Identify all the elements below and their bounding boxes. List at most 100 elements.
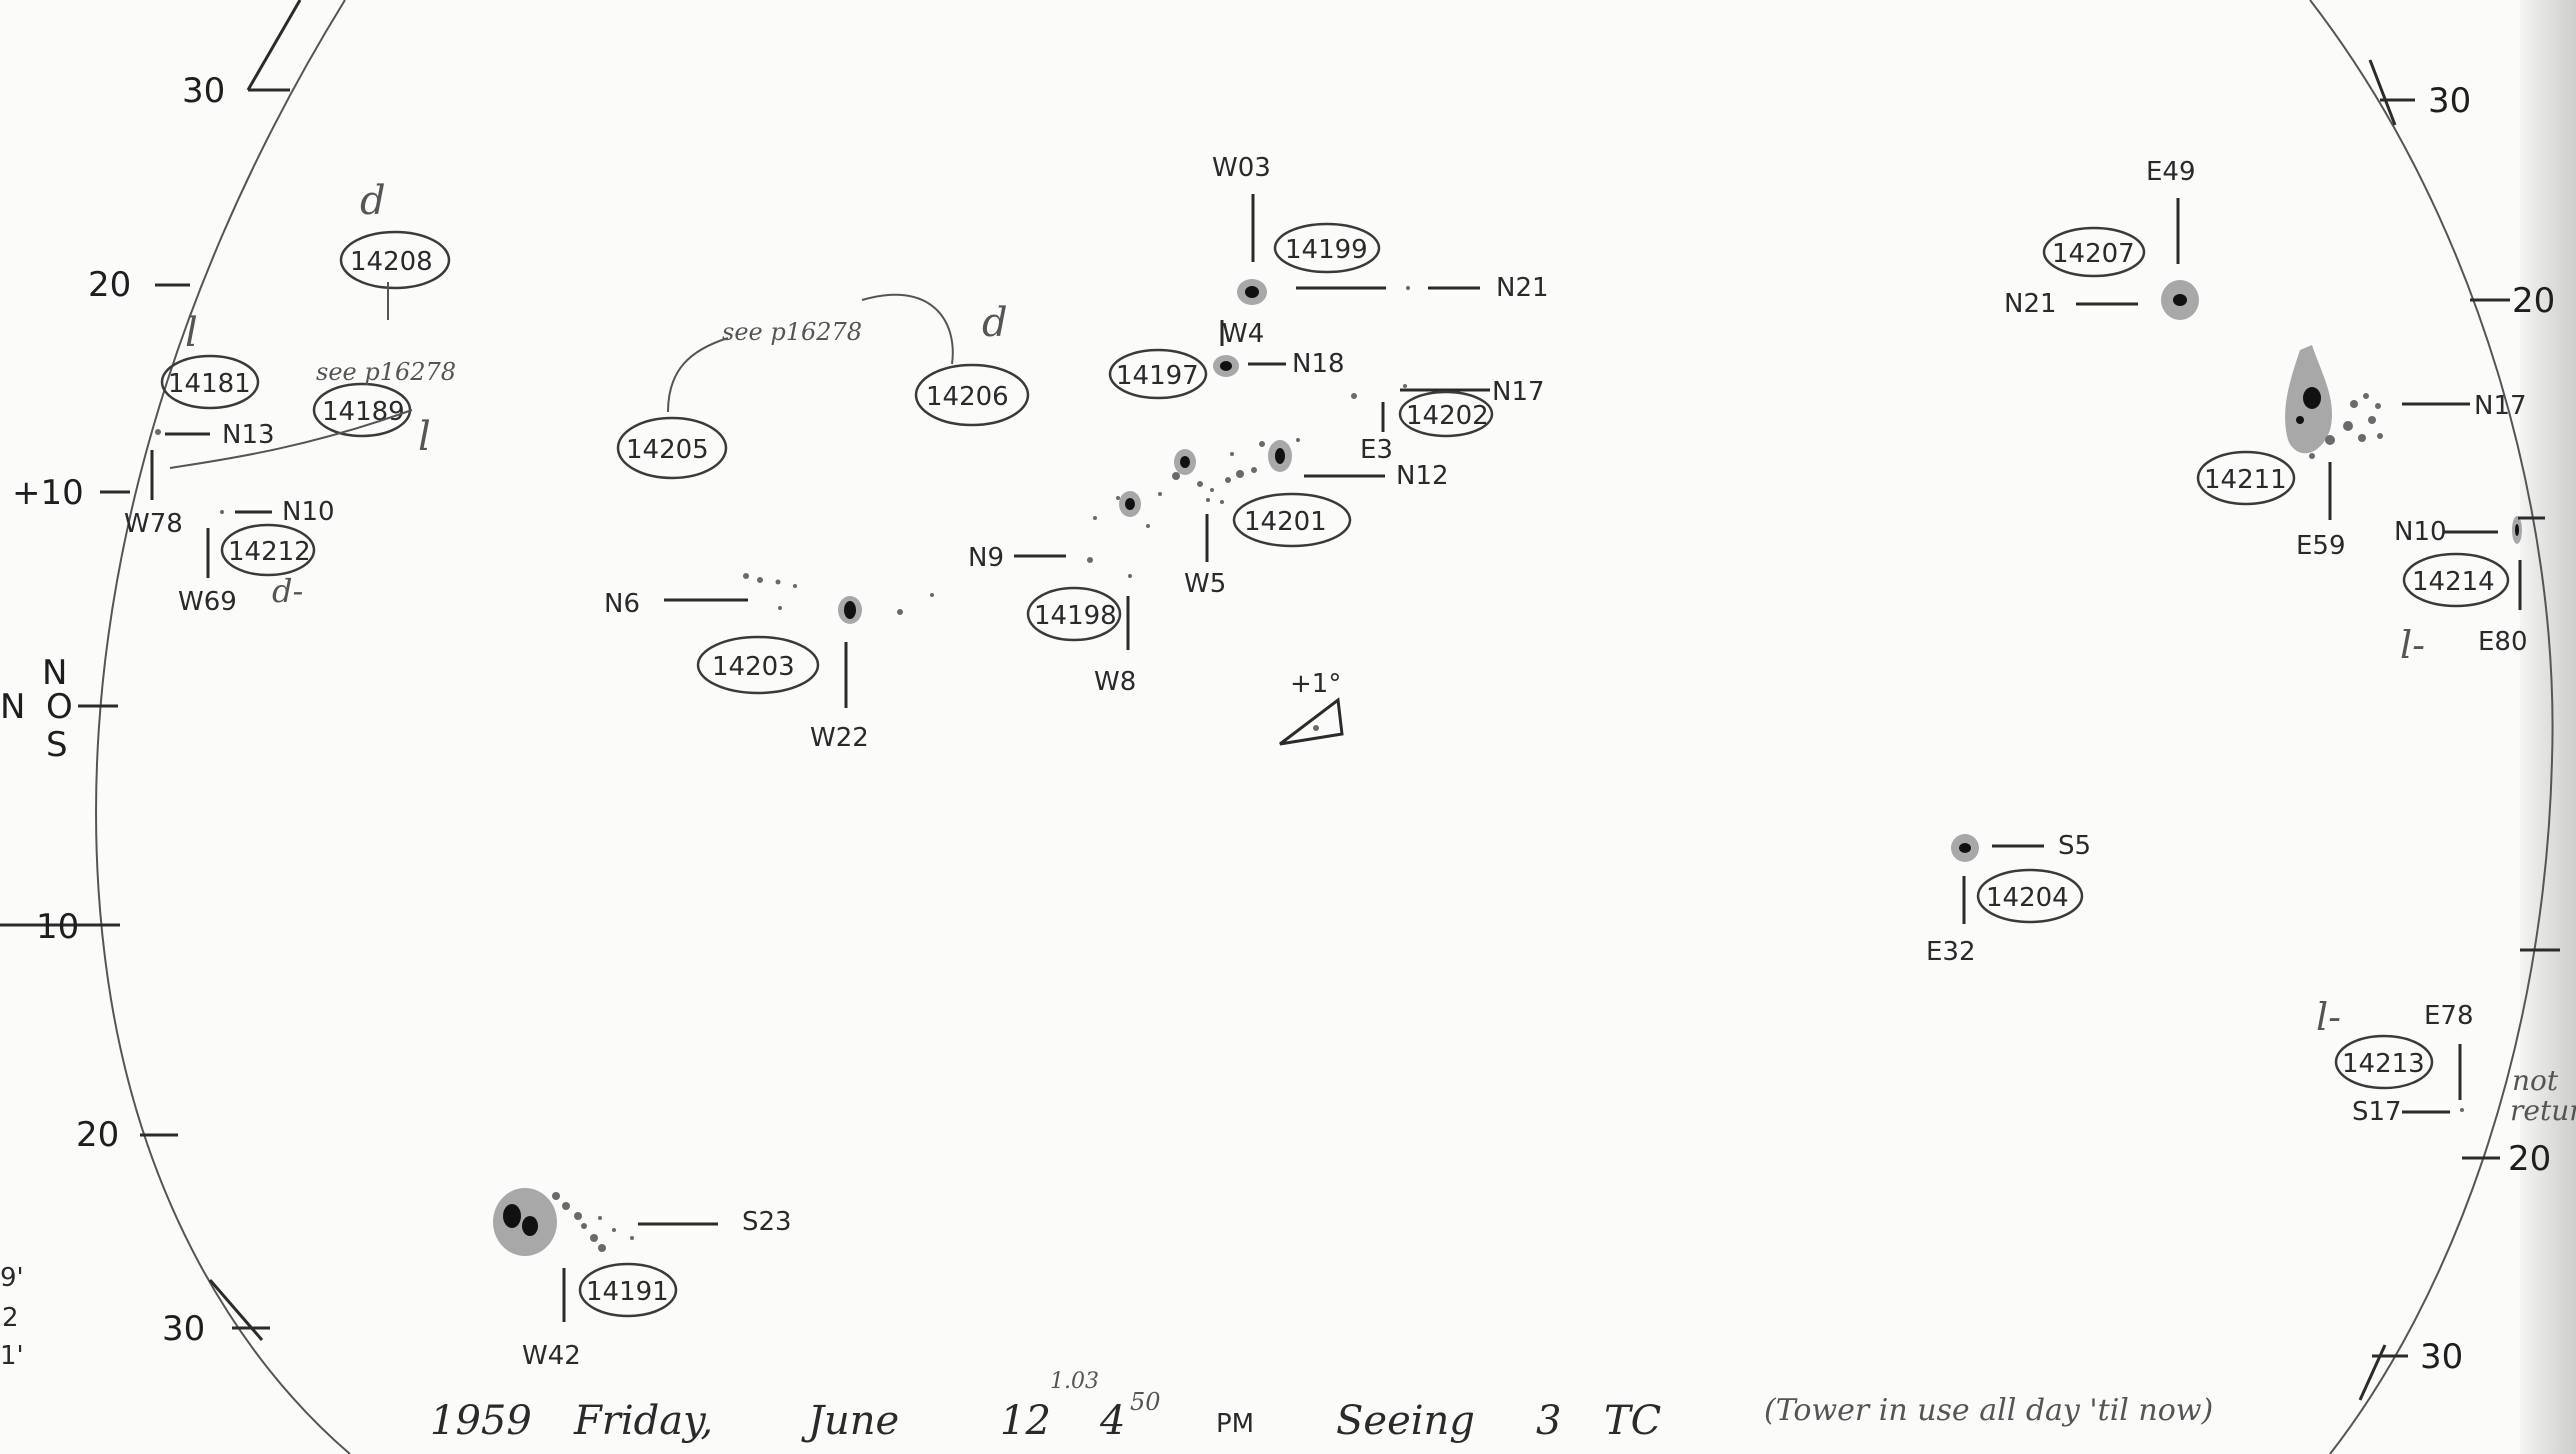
coord-w4: W4: [1222, 319, 1264, 349]
footer-note: (Tower in use all day 'til now): [1764, 1393, 2213, 1428]
region-oval-14211: [2196, 450, 2296, 506]
lat-label-30-north-left: 30: [182, 71, 225, 111]
region-id-14213: 14213: [2342, 1049, 2425, 1079]
coord-w5: W5: [1184, 569, 1226, 599]
region-id-14208: 14208: [350, 247, 433, 277]
coord-e3: E3: [1360, 435, 1393, 465]
coord-e32: E32: [1926, 937, 1976, 967]
region-see-14205: see p16278: [722, 318, 862, 346]
lat-label-20-north-right: 20: [2512, 281, 2555, 321]
coord-w42: W42: [522, 1341, 581, 1371]
region-note-14189: l: [418, 414, 431, 460]
coord-plus1: +1°: [1290, 669, 1341, 699]
region-id-14198: 14198: [1034, 601, 1117, 631]
coord-e80: E80: [2478, 627, 2528, 657]
solar-limb-right: [2309, 0, 2554, 1454]
margin-note-retur: retur: [2510, 1094, 2576, 1127]
region-id-14197: 14197: [1116, 361, 1199, 391]
region-group-14203: N6 14203 W22: [604, 573, 934, 753]
coord-s23: S23: [742, 1207, 792, 1237]
region-id-14189: 14189: [322, 397, 405, 427]
region-id-14203: 14203: [712, 652, 795, 682]
region-oval-14202: [1398, 390, 1494, 438]
region-id-14206: 14206: [926, 382, 1009, 412]
region-id-14212: 14212: [228, 537, 311, 567]
lat-label-30-south-right: 30: [2420, 1337, 2463, 1377]
region-oval-14203: [696, 635, 820, 695]
region-oval-14206: [914, 363, 1030, 427]
lat-label-10-north-left: +10: [12, 473, 84, 513]
coord-n21a: N21: [1496, 273, 1549, 303]
coord-s17: S17: [2352, 1097, 2402, 1127]
region-id-14211: 14211: [2204, 465, 2287, 495]
coord-n21b: N21: [2004, 289, 2057, 319]
paper-edge-shadow: [2520, 0, 2576, 1454]
region-oval-14205: [616, 416, 728, 480]
coord-n12: N12: [1396, 461, 1449, 491]
region-group-west-limb: 14208 d 14181 l 14189 see p16278 l N13 W…: [124, 178, 456, 617]
region-note-14212: d-: [272, 572, 303, 610]
footer-date: 12: [1000, 1398, 1051, 1444]
footer-day: Friday,: [573, 1398, 713, 1444]
footer-ampm: PM: [1216, 1409, 1254, 1439]
region-id-14181: 14181: [168, 369, 251, 399]
region-oval-14214: [2402, 552, 2510, 608]
coord-n13: N13: [222, 420, 275, 450]
region-id-14199: 14199: [1285, 235, 1368, 265]
region-group-central: W03 14199 N21 W4 14197 N18 N17 14202 E3: [968, 153, 1549, 746]
coord-w69: W69: [178, 587, 237, 617]
region-oval-14181: [160, 354, 260, 410]
footer-annotation: 1959 Friday, June 12 1.03 4 50 PM Seeing…: [430, 1369, 2213, 1444]
region-id-14191: 14191: [586, 1277, 669, 1307]
region-note-14208: d: [360, 178, 386, 224]
lat-label-20-south-left: 20: [76, 1115, 119, 1155]
footer-tc: TC: [1604, 1398, 1661, 1444]
right-latitude-scale: 30 20 20 30: [2358, 59, 2560, 1401]
region-oval-14199: [1273, 222, 1381, 274]
region-oval-14208: [339, 230, 451, 290]
solar-limb-left: [95, 0, 351, 1454]
region-oval-14207: [2042, 226, 2146, 278]
region-oval-14191: [578, 1262, 678, 1318]
region-oval-14197: [1108, 348, 1208, 400]
region-note-14181: l: [185, 310, 198, 356]
left-latitude-scale: 30 20 +10 N O S N 10 20 30: [0, 0, 302, 1349]
region-id-14207: 14207: [2052, 239, 2135, 269]
region-group-east-top: E49 14207 N21 N17 14211 E59: [2004, 157, 2527, 561]
region-group-14205-14206: 14205 see p16278 14206 d: [616, 293, 1030, 480]
coord-w8: W8: [1094, 667, 1136, 697]
coord-n9: N9: [968, 543, 1004, 573]
coord-n17b: N17: [2474, 391, 2527, 421]
left-margin-notes: 9' 2 1': [0, 1263, 24, 1371]
region-id-14202: 14202: [1406, 401, 1489, 431]
footer-seeing-value: 3: [1536, 1398, 1561, 1444]
footer-seeing-label: Seeing: [1336, 1398, 1475, 1444]
lat-label-20-north-left: 20: [88, 265, 131, 305]
cardinal-o: O: [46, 687, 73, 727]
footer-time-sup: 50: [1130, 1388, 1161, 1416]
region-note-14213: l-: [2316, 995, 2341, 1039]
region-id-14214: 14214: [2412, 567, 2495, 597]
cardinal-n-top: N: [42, 653, 67, 693]
cardinal-n-left: N: [0, 687, 25, 727]
lat-label-30-south-left: 30: [162, 1309, 205, 1349]
margin-note-not: not: [2512, 1064, 2559, 1097]
footer-month: June: [801, 1398, 899, 1444]
region-oval-14204: [1976, 868, 2084, 924]
region-oval-14212: [220, 523, 316, 577]
coord-s5: S5: [2058, 831, 2091, 861]
region-oval-14201: [1232, 492, 1352, 548]
coord-e49: E49: [2146, 157, 2196, 187]
cardinal-s: S: [46, 725, 68, 765]
coord-w78: W78: [124, 509, 183, 539]
footer-time: 4: [1099, 1398, 1125, 1444]
orientation-triangle: [1279, 697, 1344, 746]
coord-n10b: N10: [2394, 517, 2447, 547]
region-group-14191: S23 14191 W42: [493, 1188, 792, 1371]
region-note-14214: l-: [2400, 623, 2425, 667]
coord-e78: E78: [2424, 1001, 2474, 1031]
coord-n18: N18: [1292, 349, 1345, 379]
region-oval-14213: [2334, 1034, 2434, 1090]
